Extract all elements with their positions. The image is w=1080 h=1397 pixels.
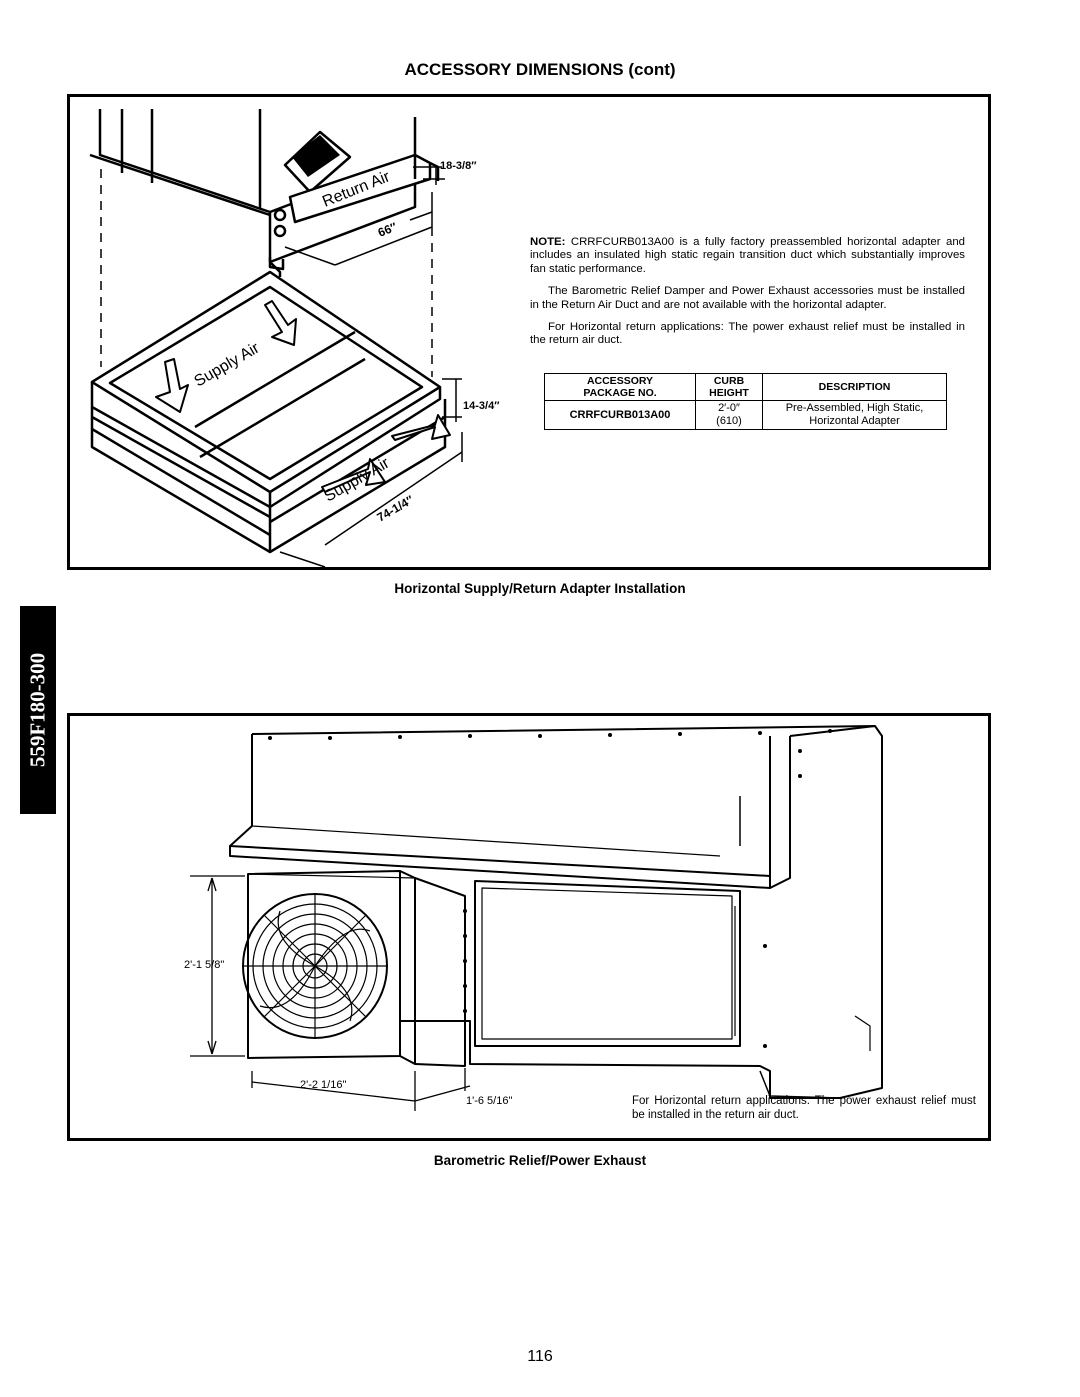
paragraph-barometric: The Barometric Relief Damper and Power E…	[530, 285, 965, 311]
dim-height: 2'-1 5/8"	[184, 959, 224, 971]
page-number: 116	[527, 1348, 553, 1365]
dim-18-3-8: 18-3/8″	[440, 160, 477, 172]
adapter-notes: NOTE: CRRFCURB013A00 is a fully factory …	[530, 236, 965, 357]
header-curb-line2: HEIGHT	[709, 387, 749, 399]
cell-description: Pre-Assembled, High Static,Horizontal Ad…	[762, 400, 947, 430]
cell-package: CRRFCURB013A00	[544, 400, 696, 430]
note-label: NOTE:	[530, 236, 566, 248]
side-tab-label: 559F180-300	[25, 652, 50, 768]
header-accessory-line1: ACCESSORY	[586, 375, 654, 387]
rooftop-unit-illustration	[89, 109, 440, 277]
dim-14-3-4: 14-3/4″	[463, 400, 500, 412]
header-curb-line1: CURB	[713, 375, 745, 387]
cell-desc-line2: Horizontal Adapter	[809, 415, 900, 427]
header-description: DESCRIPTION	[762, 373, 947, 401]
rooftop-unit-body	[229, 725, 883, 1099]
bottom-dimension-lines	[279, 378, 463, 567]
fan-guard	[242, 893, 388, 1039]
side-tab: 559F180-300	[20, 606, 56, 814]
horizontal-adapter-illustration	[90, 270, 451, 554]
note-text: CRRFCURB013A00 is a fully factory preass…	[530, 236, 965, 275]
cell-desc-line1: Pre-Assembled, High Static,	[785, 402, 924, 414]
table-row: CRRFCURB013A00 2′-0″(610) Pre-Assembled,…	[544, 400, 947, 430]
exhaust-dimension-lines	[190, 875, 471, 1111]
figure-power-exhaust-frame: 2'-1 5/8" 2'-2 1/16" 1'-6 5/16"	[67, 713, 991, 1141]
exhaust-note: For Horizontal return applications: The …	[632, 1095, 976, 1121]
figure-adapter-frame: Return Air Supply Air Supply Air 18-3/8″…	[67, 94, 991, 570]
cell-height-line2: (610)	[716, 415, 742, 427]
power-exhaust-drawing: 2'-1 5/8" 2'-2 1/16" 1'-6 5/16"	[184, 725, 883, 1111]
dim-depth: 1'-6 5/16"	[466, 1095, 512, 1107]
cell-height: 2′-0″(610)	[695, 400, 763, 430]
page-title: ACCESSORY DIMENSIONS (cont)	[404, 60, 676, 79]
figure1-caption: Horizontal Supply/Return Adapter Install…	[394, 581, 686, 596]
header-accessory-line2: PACKAGE NO.	[583, 387, 657, 399]
paragraph-horizontal-return: For Horizontal return applications: The …	[530, 321, 965, 347]
cell-height-line1: 2′-0″	[718, 402, 740, 414]
figure2-caption: Barometric Relief/Power Exhaust	[433, 1153, 647, 1168]
dim-66: 66″	[376, 220, 399, 240]
dim-width: 2'-2 1/16"	[300, 1079, 346, 1091]
adapter-drawing: Return Air Supply Air Supply Air 18-3/8″…	[89, 109, 500, 567]
top-dimension-lines	[284, 166, 445, 266]
power-exhaust-hood	[247, 870, 466, 1067]
note-paragraph: NOTE: CRRFCURB013A00 is a fully factory …	[530, 236, 965, 276]
